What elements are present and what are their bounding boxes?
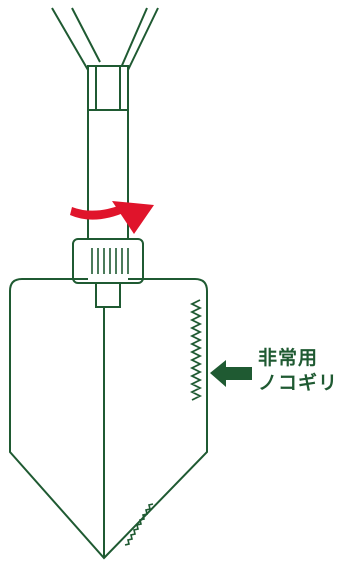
handle-right-arm xyxy=(119,7,159,71)
blade-outline xyxy=(9,278,208,560)
shovel-blade xyxy=(9,278,208,560)
rotation-arrow-head xyxy=(112,201,154,234)
callout-label-line2: ノコギリ xyxy=(258,372,339,394)
rotation-arrow-body xyxy=(70,203,128,220)
shovel-shaft xyxy=(87,110,129,240)
pointer-arrow-icon xyxy=(210,360,252,387)
lock-nut-outline xyxy=(72,238,144,284)
lock-nut-ridges xyxy=(91,248,129,274)
blade-socket xyxy=(95,282,121,308)
handle-collar-outer xyxy=(87,65,129,111)
handle-collar-inner xyxy=(95,65,121,111)
lock-nut xyxy=(72,238,144,284)
blade-serrations xyxy=(124,503,154,546)
rotation-arrow-icon xyxy=(70,201,154,234)
handle-left-arm xyxy=(51,7,101,71)
handle-arms xyxy=(51,7,159,71)
handle-collar xyxy=(87,65,129,111)
callout-label-line1: 非常用 xyxy=(258,347,319,369)
saw-teeth xyxy=(189,299,203,401)
